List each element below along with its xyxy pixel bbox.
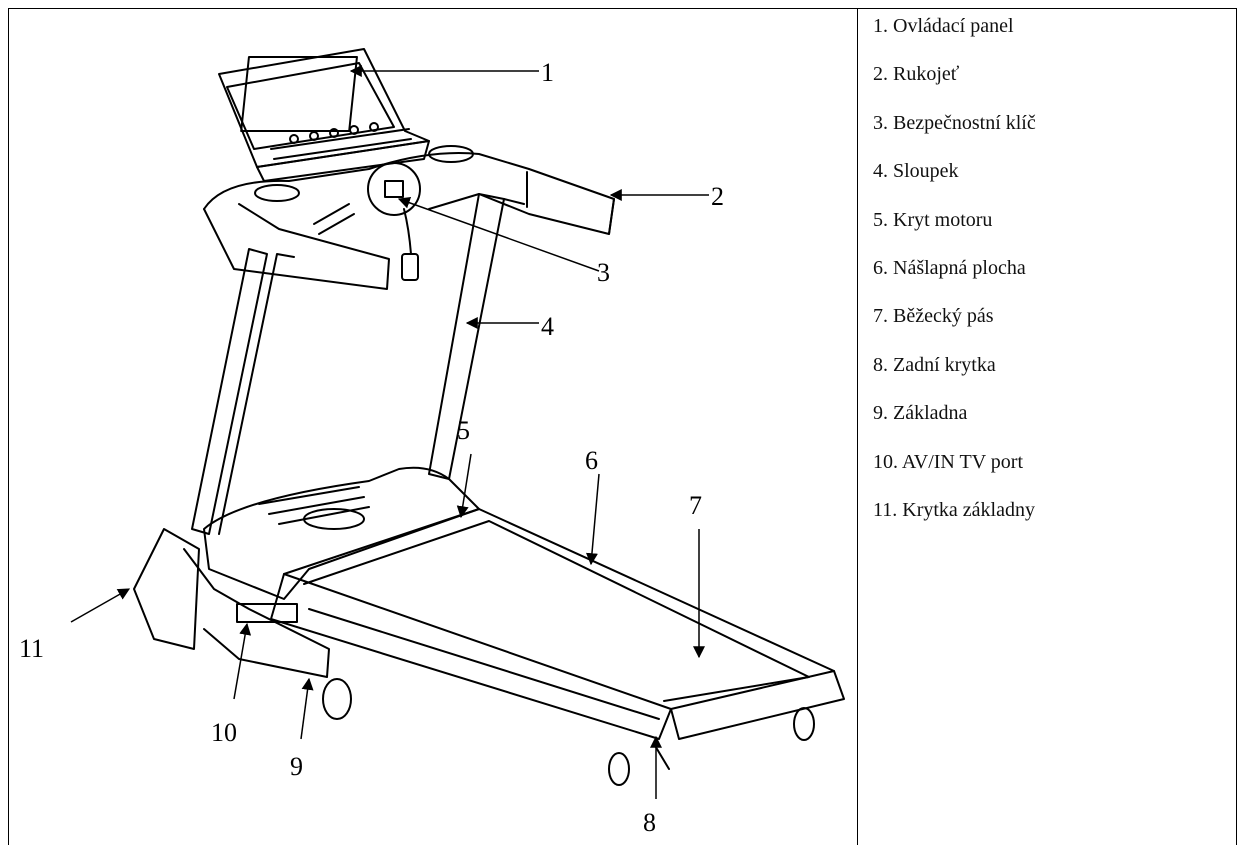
- legend-item: 5. Kryt motoru: [873, 208, 993, 231]
- callout-labels: 1 2 3 4 5 6 7 8 9 10 11: [19, 58, 724, 837]
- safety-key-outline: [401, 208, 419, 281]
- table-divider: [857, 8, 858, 845]
- treadmill-figure: 1 2 3 4 5 6 7 8 9 10 11: [9, 9, 857, 845]
- legend-item: 4. Sloupek: [873, 160, 959, 183]
- legend-item: 1. Ovládací panel: [873, 15, 1014, 37]
- legend-item: 8. Zadní krytka: [873, 353, 996, 376]
- deck-outline: [270, 508, 845, 740]
- legend-item: 7. Běžecký pás: [873, 305, 994, 328]
- console-outline: [218, 48, 430, 182]
- callout-3: 3: [597, 258, 610, 287]
- callout-1: 1: [541, 58, 554, 87]
- legend-item: 6. Nášlapná plocha: [873, 256, 1026, 279]
- callout-11: 11: [19, 634, 44, 663]
- callout-8: 8: [643, 808, 656, 837]
- table-frame: [8, 8, 1237, 845]
- callout-arrows: [70, 65, 709, 799]
- legend-item: 3. Bezpečnostní klíč: [873, 111, 1036, 134]
- callout-9: 9: [290, 752, 303, 781]
- legend-item: 11. Krytka základny: [873, 498, 1035, 521]
- callout-4: 4: [541, 312, 554, 341]
- parts-legend: 1. Ovládací panel 2. Rukojeť 3. Bezpečno…: [873, 14, 1036, 546]
- callout-5: 5: [457, 416, 470, 445]
- callout-7: 7: [689, 491, 702, 520]
- treadmill-drawing: 1 2 3 4 5 6 7 8 9 10 11: [19, 48, 845, 837]
- motor-hood-outline: [203, 466, 480, 600]
- legend-item: 9. Základna: [873, 402, 968, 425]
- callout-10: 10: [211, 718, 237, 747]
- legend-item: 10. AV/IN TV port: [873, 450, 1024, 473]
- legend-item: 2. Rukojeť: [873, 63, 960, 86]
- callout-2: 2: [711, 182, 724, 211]
- callout-6: 6: [585, 446, 598, 475]
- handlebar-outline: [203, 145, 615, 290]
- base-outline: [133, 528, 815, 786]
